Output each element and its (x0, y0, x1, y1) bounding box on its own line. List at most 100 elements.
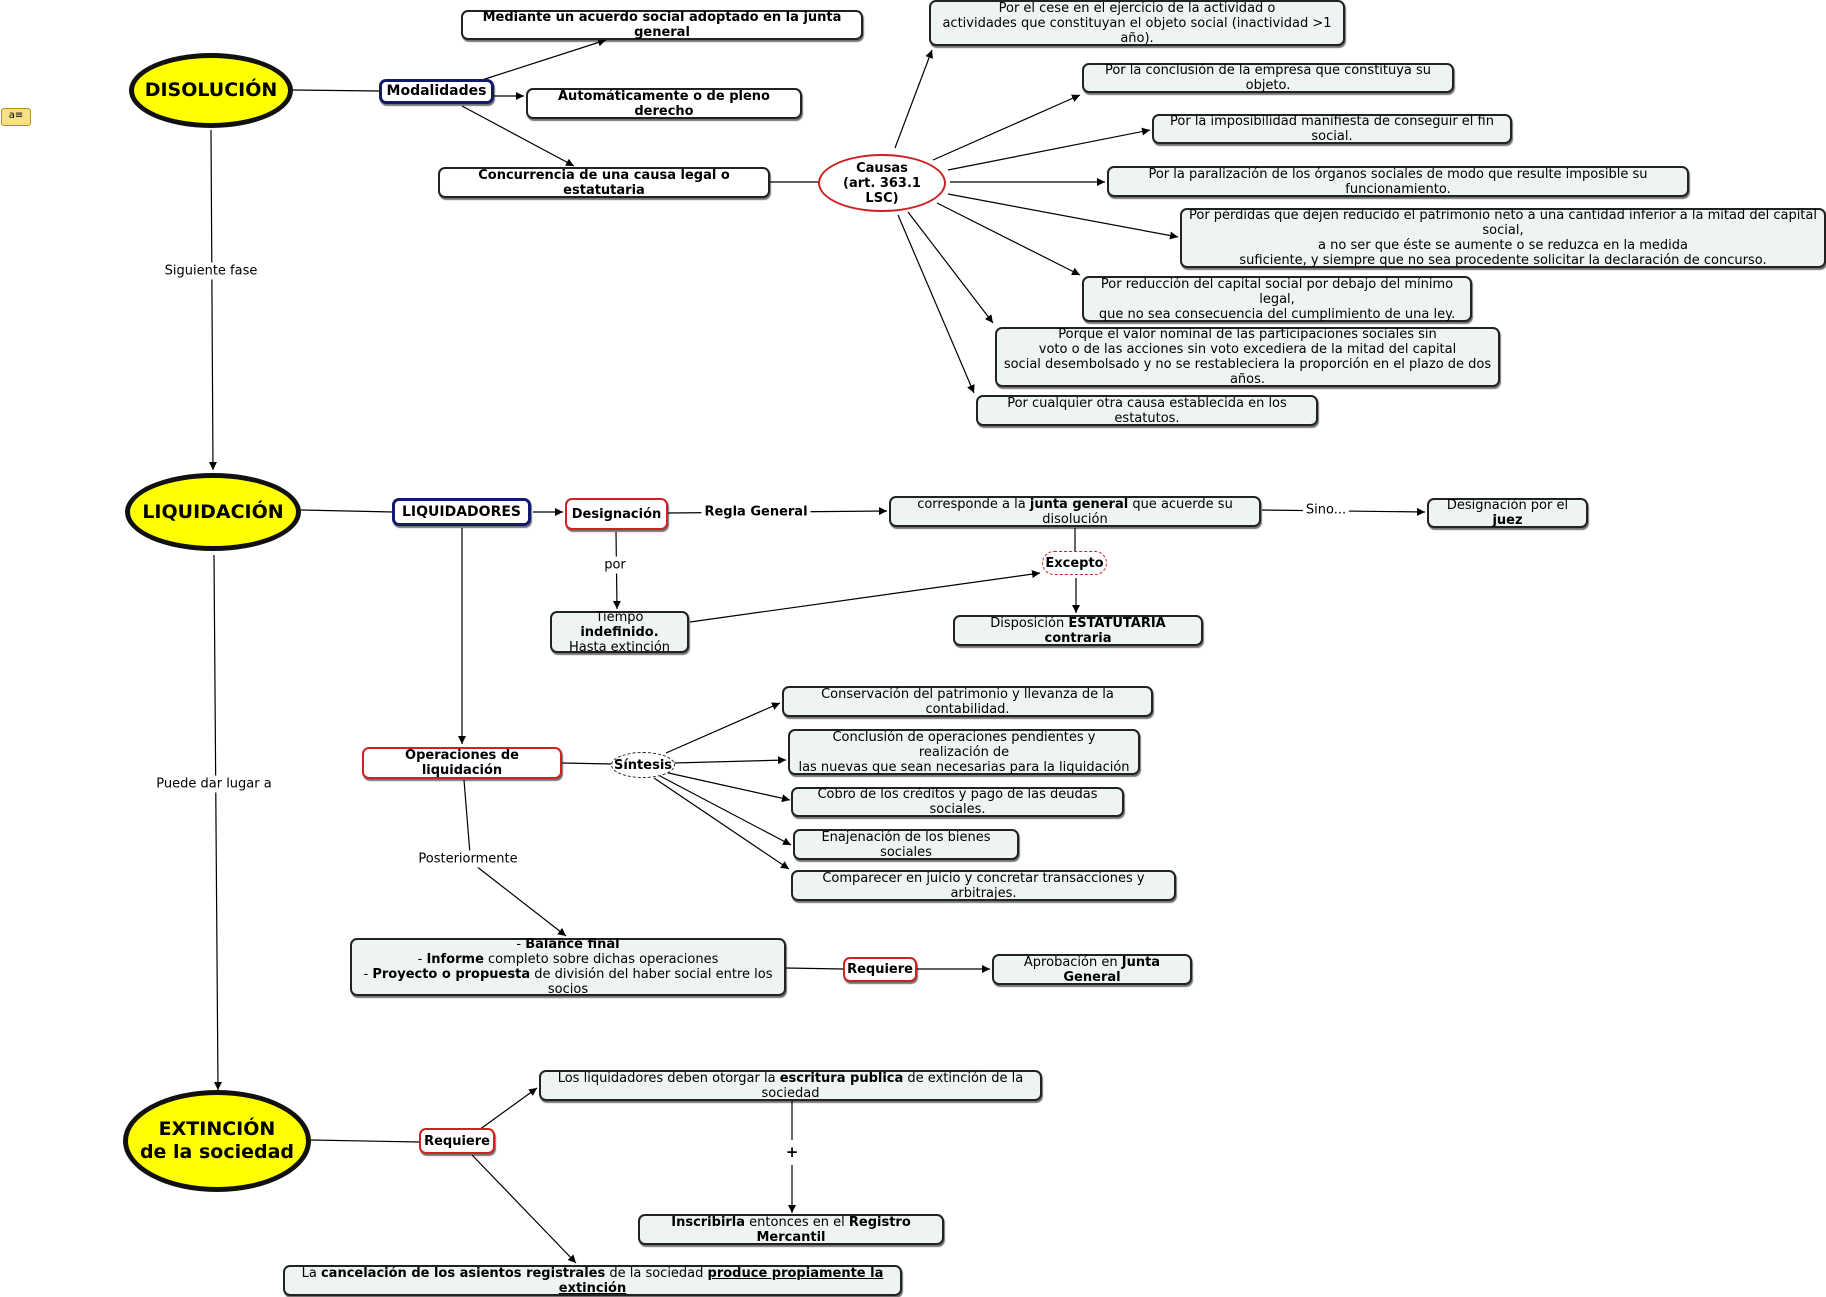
node-cancelacion-label: La cancelación de los asientos registral… (291, 1266, 894, 1296)
node-corresponde-text-b: junta general (1029, 496, 1129, 512)
node-escritura-text-a: Los liquidadores deben otorgar la (557, 1070, 780, 1086)
node-concurrencia-label: Concurrencia de una causa legal o estatu… (478, 167, 730, 198)
node-cancelacion-text-b: cancelación de los asientos registrales (320, 1265, 606, 1281)
node-corresponde-text-a: corresponde a la (917, 496, 1030, 512)
node-liquidacion-label: LIQUIDACIÓN (142, 500, 284, 523)
node-corresponde-text-c: que acuerde su disolución (1042, 496, 1233, 527)
node-disposicion-label: Disposición ESTATUTARIA contraria (961, 616, 1195, 646)
node-juez-label: Designación por el juez (1435, 498, 1580, 528)
node-operacion-4-label: Enajenación de los bienes sociales (821, 829, 991, 860)
node-liquidadores-label: LIQUIDADORES (401, 503, 521, 520)
node-causa-8[interactable]: Por cualquier otra causa establecida en … (976, 395, 1318, 426)
node-causa-7[interactable]: Porque el valor nominal de las participa… (995, 327, 1500, 387)
node-corresponde-label: corresponde a la junta general que acuer… (897, 497, 1253, 527)
node-causa-6[interactable]: Por reducción del capital social por deb… (1082, 276, 1472, 322)
node-juez-text-b: juez (1492, 513, 1523, 528)
node-disposicion-text-a: Disposición (990, 615, 1069, 631)
node-escritura[interactable]: Los liquidadores deben otorgar la escrit… (539, 1070, 1042, 1101)
node-causa-5-line3: suficiente, y siempre que no sea procede… (1239, 253, 1767, 268)
node-causa-7-line2: voto o de las acciones sin voto excedier… (1038, 342, 1457, 357)
node-causa-1-line2: actividades que constituyan el objeto so… (942, 15, 1332, 46)
node-causa-2-label: Por la conclusión de la empresa que cons… (1104, 63, 1432, 93)
node-balance-text-2c: completo sobre dichas operaciones (483, 952, 719, 967)
node-causa-5-line1: Por pérdidas que dejen reducido el patri… (1189, 208, 1817, 238)
node-designacion[interactable]: Designación (565, 498, 668, 530)
node-excepto[interactable]: Excepto (1042, 551, 1107, 575)
node-balance-text-3c: de división del haber social entre los s… (530, 967, 773, 997)
node-extincion-line2: de la sociedad (139, 1141, 295, 1163)
node-operacion-2-line1: Conclusión de operaciones pendientes y r… (832, 729, 1096, 760)
node-operaciones-label: Operaciones de liquidación (405, 748, 519, 778)
node-balance-line1: - Balance final (516, 937, 619, 952)
node-requiere-2[interactable]: Requiere (419, 1128, 495, 1154)
node-balance-text-1b: Balance final (525, 937, 620, 952)
node-corresponde[interactable]: corresponde a la junta general que acuer… (889, 496, 1261, 527)
node-tiempo-line1: Tiempo indefinido. (558, 610, 681, 640)
node-operacion-5[interactable]: Comparecer en juicio y concretar transac… (791, 870, 1176, 901)
node-escritura-text-b: escritura publica (779, 1070, 904, 1086)
node-cancelacion[interactable]: La cancelación de los asientos registral… (283, 1265, 902, 1296)
node-operacion-3-label: Cobro de los créditos y pago de las deud… (817, 787, 1098, 817)
node-sintesis-label: Síntesis (613, 757, 673, 773)
node-aprobacion[interactable]: Aprobación en Junta General (992, 954, 1192, 985)
node-operacion-5-label: Comparecer en juicio y concretar transac… (822, 870, 1145, 901)
node-liquidacion[interactable]: LIQUIDACIÓN (125, 473, 301, 551)
node-causa-4-label: Por la paralización de los órganos socia… (1148, 166, 1648, 197)
node-aprobacion-label: Aprobación en Junta General (1000, 955, 1184, 985)
note-icon[interactable]: a≡ (1, 108, 31, 126)
node-designacion-label: Designación (571, 506, 662, 522)
node-excepto-label: Excepto (1045, 555, 1104, 571)
node-causa-1[interactable]: Por el cese en el ejercicio de la activi… (929, 0, 1345, 46)
node-balance[interactable]: - Balance final - Informe completo sobre… (350, 937, 786, 997)
node-inscribirla-label: Inscribirla entonces en el Registro Merc… (646, 1215, 936, 1245)
node-juez-text-a: Designación por el (1446, 498, 1569, 513)
node-causa-2[interactable]: Por la conclusión de la empresa que cons… (1082, 63, 1454, 93)
node-balance-text-2b: Informe (426, 952, 484, 967)
node-operacion-2[interactable]: Conclusión de operaciones pendientes y r… (788, 729, 1140, 775)
node-causa-4[interactable]: Por la paralización de los órganos socia… (1107, 166, 1689, 197)
node-disolucion[interactable]: DISOLUCIÓN (129, 53, 293, 128)
label-sino: Sino... (1302, 501, 1350, 519)
node-escritura-label: Los liquidadores deben otorgar la escrit… (547, 1071, 1034, 1101)
node-requiere-1-label: Requiere (847, 962, 913, 977)
node-tiempo-text-a: Tiempo (595, 609, 644, 625)
node-acuerdo[interactable]: Mediante un acuerdo social adoptado en l… (461, 10, 863, 40)
node-tiempo[interactable]: Tiempo indefinido. Hasta extinción (550, 610, 689, 655)
node-disposicion[interactable]: Disposición ESTATUTARIA contraria (953, 615, 1203, 646)
node-causa-6-line1: Por reducción del capital social por deb… (1100, 276, 1454, 307)
node-causa-1-line1: Por el cese en el ejercicio de la activi… (998, 0, 1276, 16)
node-causa-5-line2: a no ser que éste se aumente o se reduzc… (1318, 238, 1688, 253)
node-inscribirla[interactable]: Inscribirla entonces en el Registro Merc… (638, 1214, 944, 1245)
node-operacion-3[interactable]: Cobro de los créditos y pago de las deud… (791, 787, 1124, 817)
node-aprobacion-text-b: Junta General (1063, 954, 1161, 985)
node-balance-line2: - Informe completo sobre dichas operacio… (418, 952, 719, 967)
label-regla-general: Regla General (701, 503, 811, 521)
node-automatica[interactable]: Automáticamente o de pleno derecho (526, 88, 802, 119)
node-causas-line2: (art. 363.1 LSC) (843, 175, 921, 206)
node-requiere-1[interactable]: Requiere (843, 957, 917, 982)
node-causas-line1: Causas (856, 160, 908, 176)
node-juez[interactable]: Designación por el juez (1427, 498, 1588, 528)
node-operacion-1[interactable]: Conservación del patrimonio y llevanza d… (782, 686, 1153, 717)
node-liquidadores[interactable]: LIQUIDADORES (392, 498, 531, 526)
node-causa-5[interactable]: Por pérdidas que dejen reducido el patri… (1180, 208, 1826, 268)
node-extincion-line1: EXTINCIÓN (158, 1118, 276, 1140)
node-cancelacion-text-c: de la sociedad (605, 1265, 708, 1281)
node-inscribirla-text-a: Inscribirla (671, 1214, 746, 1230)
node-causas[interactable]: Causas (art. 363.1 LSC) (818, 154, 946, 212)
node-modalidades[interactable]: Modalidades (379, 79, 494, 104)
node-causa-6-line2: que no sea consecuencia del cumplimiento… (1098, 306, 1456, 322)
node-acuerdo-label: Mediante un acuerdo social adoptado en l… (482, 10, 842, 40)
node-operacion-4[interactable]: Enajenación de los bienes sociales (793, 829, 1019, 860)
node-causa-3[interactable]: Por la imposibilidad manifiesta de conse… (1152, 114, 1512, 144)
node-operaciones[interactable]: Operaciones de liquidación (362, 747, 562, 779)
node-extincion[interactable]: EXTINCIÓN de la sociedad (123, 1090, 311, 1192)
node-sintesis[interactable]: Síntesis (611, 752, 675, 778)
node-aprobacion-text-a: Aprobación en (1023, 954, 1122, 970)
node-balance-text-2a: - (417, 952, 427, 967)
node-automatica-label: Automáticamente o de pleno derecho (558, 88, 770, 119)
node-concurrencia[interactable]: Concurrencia de una causa legal o estatu… (438, 167, 770, 198)
node-modalidades-label: Modalidades (386, 83, 487, 99)
node-operacion-1-label: Conservación del patrimonio y llevanza d… (821, 686, 1114, 717)
